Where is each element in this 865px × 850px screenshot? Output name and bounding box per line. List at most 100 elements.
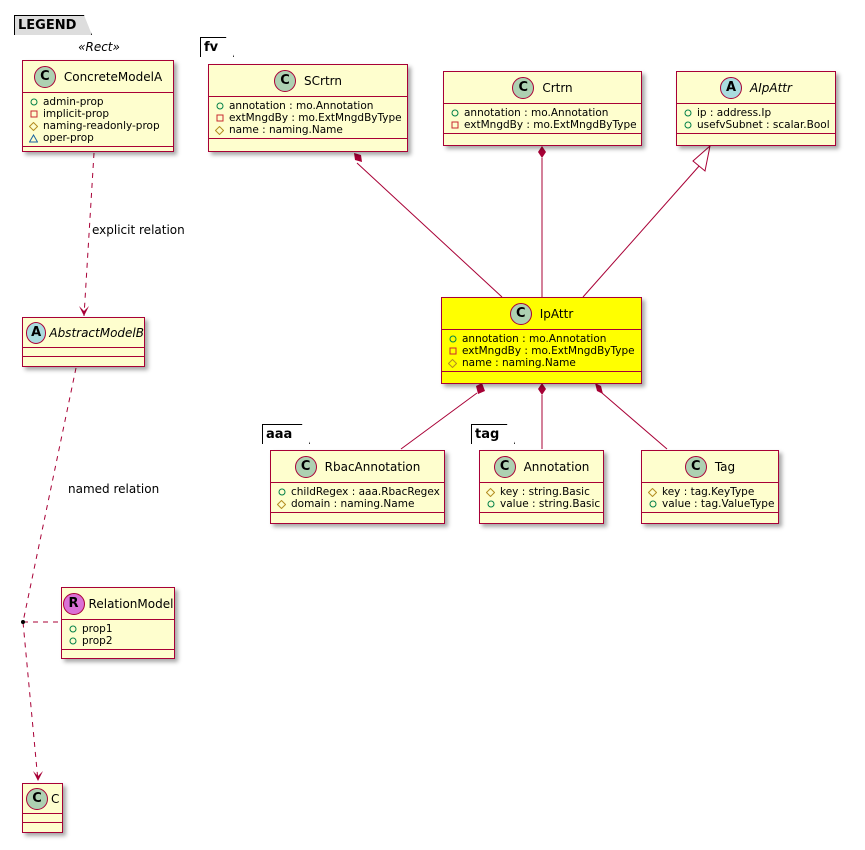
class-name: ConcreteModelA [63,69,163,84]
private-visibility-icon [215,114,224,123]
attribute-row: name : naming.Name [448,357,637,369]
attribute-compartment [23,814,62,823]
method-compartment [209,139,407,146]
attribute-row: ip : address.Ip [683,107,831,119]
composition-diamond-scrtrn [354,153,362,162]
class-name: IpAttr [539,306,574,321]
named-relation-label: named relation [68,482,160,496]
public-visibility-icon [648,500,657,509]
class-badge-icon: C [294,455,317,478]
class-header: C IpAttr [442,298,641,330]
attribute-list: childRegex : aaa.RbacRegex domain : nami… [271,483,444,513]
method-compartment [480,513,603,520]
method-compartment [23,823,62,830]
attribute-list: key : string.Basic value : string.Basic [480,483,603,513]
class-tag[interactable]: C Tag key : tag.KeyType value : tag.Valu… [641,450,779,524]
tag-package-tab: tag [471,424,515,444]
class-annotation[interactable]: C Annotation key : string.Basic value : … [479,450,604,524]
class-ipattr[interactable]: C IpAttr annotation : mo.Annotation extM… [441,297,642,384]
public-visibility-icon [215,102,224,111]
class-header: C ConcreteModelA [23,61,173,93]
class-relation-model[interactable]: R RelationModel prop1 prop2 [61,587,175,659]
public-visibility-icon [68,625,77,634]
class-name: C [51,791,60,806]
attribute-list: annotation : mo.Annotation extMngdBy : m… [209,97,407,139]
attribute-row: implicit-prop [29,108,169,120]
package-visibility-icon [29,133,38,143]
class-badge-icon: C [509,302,532,325]
class-name: Tag [714,459,736,474]
attribute-row: prop2 [68,635,170,647]
method-compartment [23,357,144,364]
protected-visibility-icon [448,358,457,368]
attribute-row: extMngdBy : mo.ExtMngdByType [450,119,637,131]
class-name: AIpAttr [750,80,792,95]
protected-visibility-icon [648,487,657,497]
class-header: C SCrtrn [209,65,407,97]
class-header: C Tag [642,451,778,483]
class-aipattr[interactable]: A AIpAttr ip : address.Ip usefvSubnet : … [676,71,836,146]
attribute-row: extMngdBy : mo.ExtMngdByType [448,345,637,357]
protected-visibility-icon [277,499,286,509]
attribute-row: extMngdBy : mo.ExtMngdByType [215,112,403,124]
method-compartment [271,513,444,520]
attribute-row: childRegex : aaa.RbacRegex [277,486,440,498]
attribute-row: naming-readonly-prop [29,120,169,132]
class-abstract-model-b[interactable]: A AbstractModelB [22,317,145,367]
class-badge-icon: C [493,455,516,478]
class-name: SCrtrn [304,73,342,88]
attribute-row: domain : naming.Name [277,498,440,510]
attribute-list: annotation : mo.Annotation extMngdBy : m… [442,330,641,372]
class-name: RbacAnnotation [324,459,421,474]
attribute-row: key : tag.KeyType [648,486,774,498]
tag-package-name: tag [475,427,500,442]
class-header: C Annotation [480,451,603,483]
fv-package-name: fv [204,40,219,55]
class-header: C RbacAnnotation [271,451,444,483]
public-visibility-icon [486,500,495,509]
method-compartment [677,134,835,141]
public-visibility-icon [683,109,692,118]
class-header: C C [23,784,62,814]
public-visibility-icon [277,488,286,497]
class-badge-icon: C [684,455,707,478]
composition-diamond-rbac [476,383,485,394]
class-badge-icon: C [512,76,535,99]
abstract-badge-icon: A [720,76,743,99]
method-compartment [23,147,173,154]
abstract-badge-icon: A [26,321,47,344]
private-visibility-icon [448,347,457,356]
attribute-list: admin-prop implicit-prop naming-readonly… [23,93,173,147]
class-badge-icon: C [274,69,297,92]
association-point [21,620,25,624]
attribute-row: usefvSubnet : scalar.Bool [683,119,831,131]
class-crtrn[interactable]: C Crtrn annotation : mo.Annotation extMn… [443,71,642,146]
attribute-row: name : naming.Name [215,124,403,136]
class-header: A AbstractModelB [23,318,144,348]
attribute-row: annotation : mo.Annotation [448,333,637,345]
class-concrete-model-a[interactable]: C ConcreteModelA admin-prop implicit-pro… [22,60,174,152]
edge-ipattr-rbacannotation [400,392,478,450]
edge-ipattr-tag [601,392,668,450]
class-c[interactable]: C C [22,783,63,833]
class-name: Annotation [523,459,590,474]
public-visibility-icon [683,121,692,130]
class-scrtrn[interactable]: C SCrtrn annotation : mo.Annotation extM… [208,64,408,152]
legend-package-tab: LEGEND [14,15,92,35]
protected-visibility-icon [29,121,38,131]
explicit-relation-label: explicit relation [92,223,185,237]
attribute-row: value : string.Basic [486,498,600,510]
edge-ipattr-aipattr [582,164,701,298]
method-compartment [62,650,174,657]
class-name: AbstractModelB [49,325,144,340]
attribute-row: annotation : mo.Annotation [215,100,403,112]
class-rbacannotation[interactable]: C RbacAnnotation childRegex : aaa.RbacRe… [270,450,445,524]
relation-badge-icon: R [62,592,85,615]
edge-ipattr-scrtrn [356,162,503,298]
private-visibility-icon [29,110,38,119]
attribute-compartment [23,348,144,357]
protected-visibility-icon [486,487,495,497]
method-compartment [444,134,641,141]
legend-package-name: LEGEND [18,18,77,33]
